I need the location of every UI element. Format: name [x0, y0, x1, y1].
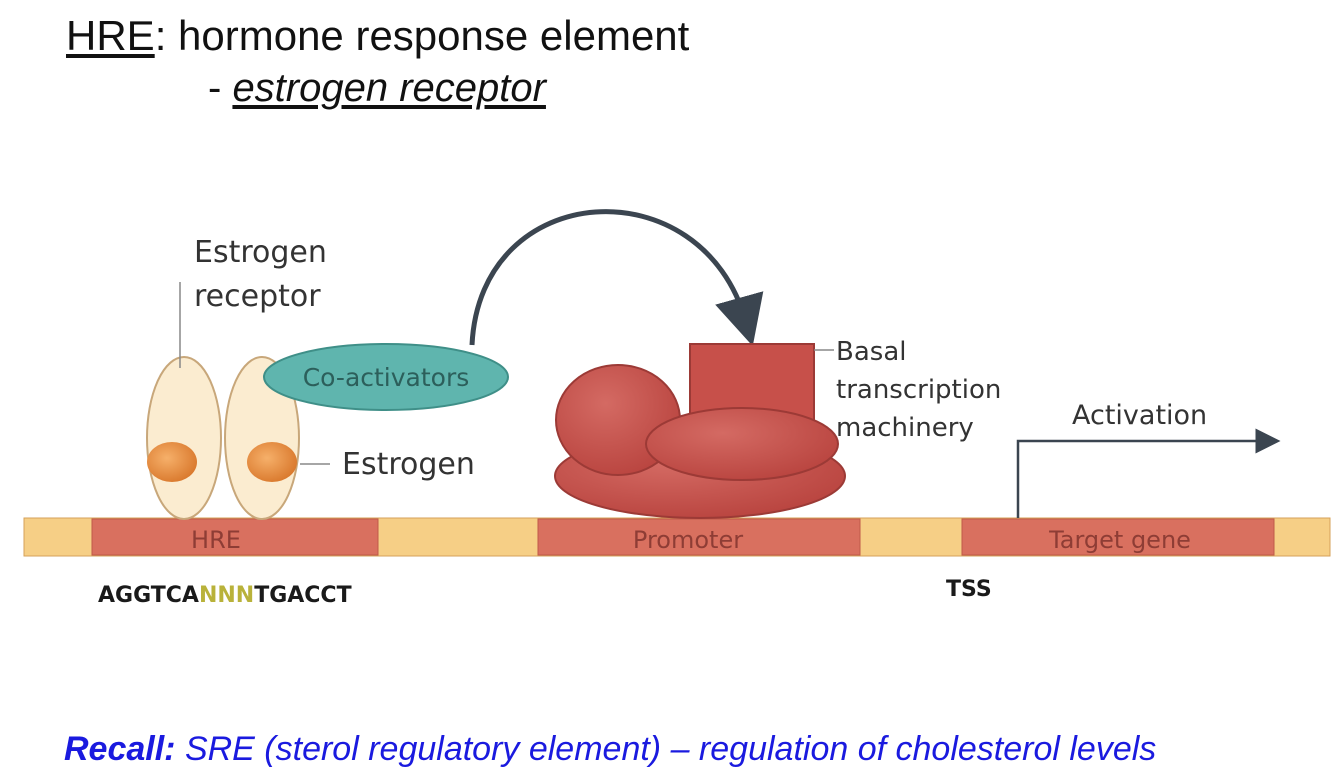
title-definition: : hormone response element	[154, 12, 690, 59]
basal-label-line1: Basal	[836, 337, 906, 367]
activation-label: Activation	[1072, 400, 1207, 431]
coactivators-shape	[263, 343, 509, 411]
slide-subtitle: - estrogen receptor	[208, 66, 546, 111]
target-gene-segment	[961, 518, 1275, 556]
hre-consensus-sequence: AGGTCANNNTGACCT	[98, 583, 352, 608]
estrogen-receptor-dimer	[146, 356, 300, 520]
sequence-half-site-1: AGGTCA	[98, 583, 199, 608]
hre-segment	[91, 518, 379, 556]
hre-segment-label: HRE	[191, 526, 241, 554]
estrogen-ligand-left	[147, 442, 197, 482]
target-gene-segment-label: Target gene	[1048, 526, 1191, 554]
recall-note: Recall: SRE (sterol regulatory element) …	[64, 730, 1156, 769]
subtitle-text: estrogen receptor	[232, 66, 546, 110]
promoter-segment	[537, 518, 861, 556]
estrogen-ligand-right	[247, 442, 297, 482]
sequence-half-site-2: TGACCT	[254, 583, 351, 608]
activation-curved-arrow	[469, 209, 764, 347]
estrogen-receptor-label-line2: receptor	[194, 279, 321, 314]
receptor-monomer-left	[146, 356, 222, 520]
basal-transcription-machinery	[554, 343, 846, 519]
basal-label-line3: machinery	[836, 413, 974, 443]
slide-title: HRE: hormone response element	[66, 12, 689, 60]
sequence-spacer: NNN	[199, 583, 254, 608]
estrogen-label: Estrogen	[342, 447, 475, 482]
coactivators-label: Co-activators	[303, 363, 470, 392]
machinery-lobe	[645, 407, 839, 481]
subtitle-dash: -	[208, 66, 233, 110]
promoter-segment-label: Promoter	[633, 526, 743, 554]
recall-text: SRE (sterol regulatory element) – regula…	[175, 730, 1157, 768]
estrogen-receptor-label-line1: Estrogen	[194, 235, 327, 270]
title-abbreviation: HRE	[66, 12, 155, 59]
dna-strand: HRE Promoter Target gene	[23, 517, 1331, 557]
recall-label: Recall:	[64, 730, 176, 768]
activation-arrow	[1016, 428, 1281, 518]
tss-label: TSS	[946, 577, 992, 602]
basal-label-line2: transcription	[836, 375, 1001, 405]
